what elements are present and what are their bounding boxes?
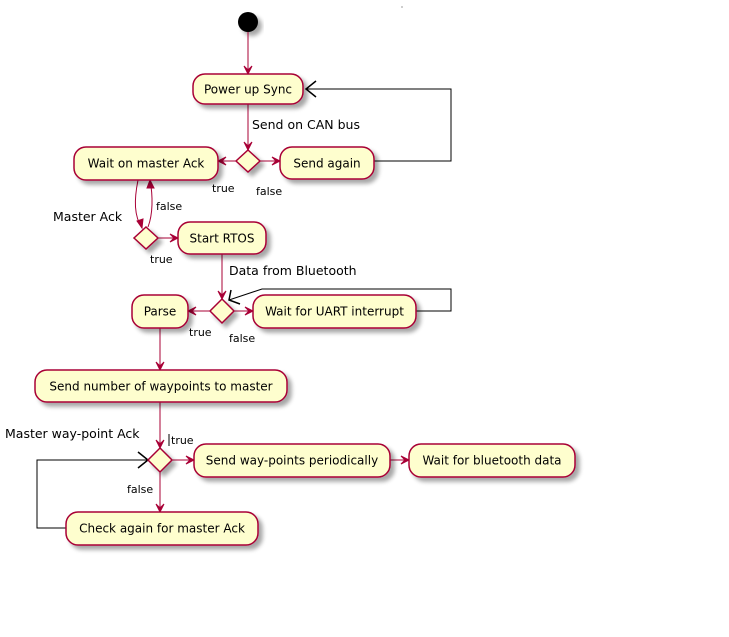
edge-uart-loop — [228, 288, 452, 312]
decision-diamond-sync-ack — [234, 148, 262, 174]
stray-dot — [401, 6, 403, 8]
start-node — [238, 12, 258, 32]
guard-true: true — [189, 326, 212, 339]
node-wait-master-ack: Wait on master Ack — [73, 146, 219, 181]
node-label: Power up Sync — [204, 83, 292, 97]
edge-label-master-ack: Master Ack — [53, 209, 123, 224]
node-label: Start RTOS — [190, 232, 255, 246]
edge-label-send-on-can: Send on CAN bus — [252, 117, 360, 132]
arrowhead — [155, 503, 165, 514]
arrowhead — [216, 156, 227, 166]
guard-true: true — [212, 182, 235, 195]
node-power-up-sync: Power up Sync — [192, 73, 304, 105]
node-wait-uart: Wait for UART interrupt — [252, 294, 417, 329]
node-send-waypoint-count: Send number of waypoints to master — [34, 369, 288, 403]
loop-arrowhead — [228, 289, 241, 305]
node-label: Wait on master Ack — [88, 157, 205, 171]
arrowhead — [244, 306, 255, 316]
guard-false: false — [256, 185, 282, 198]
arrowhead — [243, 65, 253, 76]
guard-false: false — [229, 332, 255, 345]
node-label: Send again — [293, 157, 360, 171]
guard-true: true — [171, 434, 194, 447]
arrowhead — [217, 290, 227, 301]
arrowhead — [186, 306, 197, 316]
guard-true: true — [150, 253, 173, 266]
decision-diamond-waypoint-ack — [146, 446, 174, 474]
loop-arrowhead — [304, 80, 317, 98]
node-label: Wait for UART interrupt — [265, 305, 404, 319]
node-start-rtos: Start RTOS — [177, 221, 267, 255]
arrowhead — [169, 233, 180, 243]
arrowhead — [155, 439, 165, 450]
arrowhead — [185, 455, 196, 465]
node-send-waypoints: Send way-points periodically — [193, 443, 391, 478]
node-label: Parse — [144, 305, 177, 319]
node-label: Send way-points periodically — [206, 454, 378, 468]
arrowhead — [243, 141, 253, 152]
node-label: Wait for bluetooth data — [422, 454, 561, 468]
edge-send-again-loop — [306, 88, 452, 162]
node-label: Send number of waypoints to master — [49, 380, 272, 394]
node-check-master-ack: Check again for master Ack — [65, 511, 259, 546]
guard-false: false — [127, 483, 153, 496]
edge-check-again-loop — [36, 459, 148, 529]
decision-diamond-bluetooth — [208, 297, 236, 325]
edge-label-data-from-bluetooth: Data from Bluetooth — [229, 263, 357, 278]
node-wait-bt-data: Wait for bluetooth data — [408, 443, 576, 478]
arrowhead — [400, 455, 411, 465]
node-send-again: Send again — [279, 146, 375, 180]
arrowhead — [146, 178, 155, 189]
node-parse: Parse — [131, 294, 189, 329]
guard-false: false — [156, 200, 182, 213]
decision-diamond-master-ack — [132, 225, 160, 251]
edge-label-master-waypoint-ack: Master way-point Ack — [5, 426, 140, 441]
arrowhead — [136, 218, 144, 230]
arrowhead — [271, 156, 282, 166]
node-label: Check again for master Ack — [79, 522, 245, 536]
arrowhead — [155, 361, 165, 372]
